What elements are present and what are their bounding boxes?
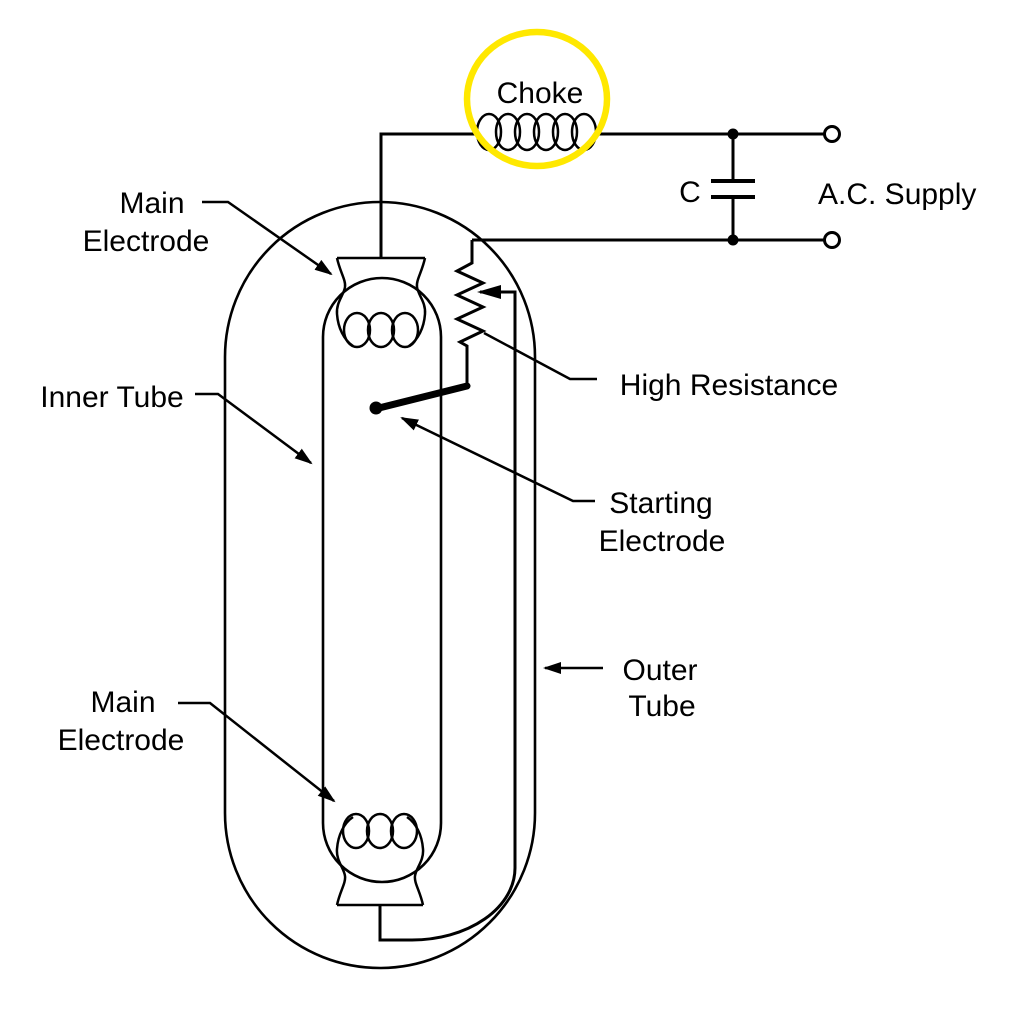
main-electrode-top-leader-arrow — [202, 200, 333, 276]
high-resistance-label: High Resistance — [620, 369, 838, 402]
supply-terminal-bottom — [823, 231, 841, 249]
inner-tube-outline — [321, 276, 443, 884]
supply-terminal-top — [823, 125, 841, 143]
outer-tube-label-line2: Tube — [628, 690, 695, 723]
inner-tube-label: Inner Tube — [40, 381, 183, 414]
ac-supply-label: A.C. Supply — [818, 178, 976, 211]
inner-tube-leader-arrow — [195, 392, 313, 465]
capacitor-label: C — [679, 176, 701, 209]
starting-electrode-bar — [375, 382, 471, 412]
top-electrode-lead-wire — [379, 132, 479, 258]
main-electrode-bottom-label-line2: Electrode — [58, 724, 185, 757]
main-electrode-top-label-line1: Main — [119, 187, 184, 220]
choke-highlight-circle — [463, 28, 611, 170]
junction-dot-bottom — [727, 234, 739, 246]
outer-tube-outline — [223, 200, 537, 970]
top-main-electrode — [335, 256, 427, 349]
starting-electrode-label-line1: Starting — [609, 487, 712, 520]
starting-electrode-label-line2: Electrode — [599, 525, 726, 558]
junction-dot-top — [727, 128, 739, 140]
main-electrode-bottom-leader-arrow — [178, 701, 336, 803]
high-resistance-resistor — [453, 240, 487, 385]
starting-electrode-dot — [369, 401, 383, 415]
return-wire — [378, 290, 517, 942]
starting-electrode-leader-arrow — [400, 416, 595, 503]
return-wire-arrow — [477, 285, 501, 299]
main-electrode-bottom-label-line1: Main — [90, 686, 155, 719]
outer-tube-label-line1: Outer — [622, 654, 697, 687]
choke-coil — [475, 112, 598, 152]
choke-label: Choke — [497, 77, 584, 110]
main-electrode-top-label-line2: Electrode — [83, 225, 210, 258]
bottom-main-electrode — [335, 812, 425, 907]
high-resistance-leader — [483, 331, 597, 381]
